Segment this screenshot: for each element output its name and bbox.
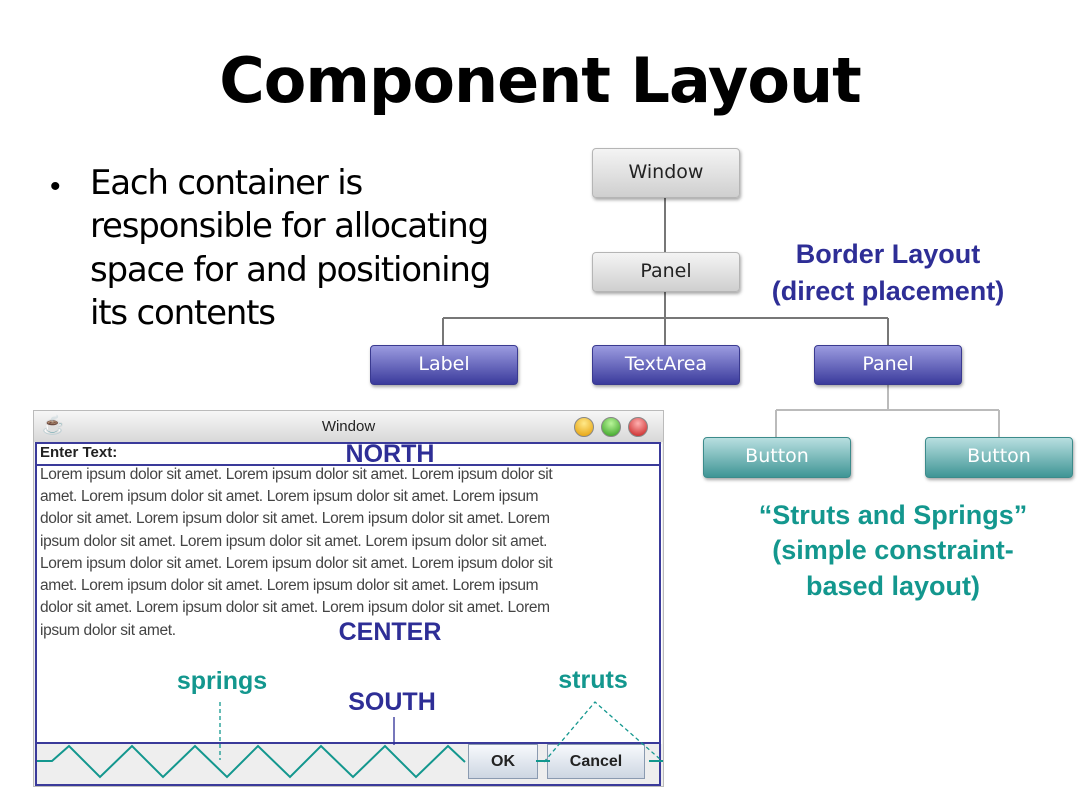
java-cup-icon: ☕ [42,415,65,435]
struts-springs-note-sub: based layout) [805,571,981,601]
spring-zigzag [37,744,466,779]
window-title: Window [321,418,376,435]
text-line: ipsum dolor sit amet. Lorem ipsum dolor … [40,533,548,550]
bullet-icon: • [50,170,61,203]
struts-springs-note-sub: (simple constraint- [772,535,1014,565]
border-layout-note-sub: (direct placement) [771,276,1005,306]
maximize-icon[interactable] [601,417,621,437]
tree-node-window: Window [592,148,740,198]
border-layout-note: Border Layout [795,239,981,269]
text-area[interactable] [36,444,662,744]
center-label: CENTER [338,618,442,646]
bullet-line: responsible for allocating [90,206,489,246]
springs-label: springs [176,667,268,695]
text-line: Lorem ipsum dolor sit amet. Lorem ipsum … [40,555,553,572]
bullet-line: Each container is [90,163,363,203]
north-label: NORTH [345,440,435,468]
bullet-line: space for and positioning [90,250,491,290]
text-line: dolor sit amet. Lorem ipsum dolor sit am… [40,599,550,616]
tree-node-label: Label [370,345,518,385]
ok-button[interactable]: OK [468,744,538,779]
example-window: ☕ Window [33,410,664,787]
text-line: dolor sit amet. Lorem ipsum dolor sit am… [40,510,550,527]
tree-node-panel: Panel [592,252,740,292]
close-icon[interactable] [628,417,648,437]
south-label: SOUTH [348,688,436,716]
tree-node-button: Button [703,437,851,478]
enter-text-label: Enter Text: [40,444,118,461]
text-line: ipsum dolor sit amet. [40,622,176,639]
window-titlebar: ☕ Window [34,411,663,442]
cancel-button[interactable]: Cancel [547,744,645,779]
struts-springs-note: “Struts and Springs” [758,500,1028,530]
slide-title: Component Layout [219,44,861,117]
text-line: Lorem ipsum dolor sit amet. Lorem ipsum … [40,466,553,483]
text-line: amet. Lorem ipsum dolor sit amet. Lorem … [40,577,539,594]
struts-pointer [543,701,662,763]
tree-node-subpanel: Panel [814,345,962,385]
bullet-line: its contents [90,293,276,333]
tree-node-button: Button [925,437,1073,478]
text-line: amet. Lorem ipsum dolor sit amet. Lorem … [40,488,539,505]
minimize-icon[interactable] [574,417,594,437]
struts-label: struts [558,666,628,694]
south-region [35,742,661,786]
tree-node-textarea: TextArea [592,345,740,385]
